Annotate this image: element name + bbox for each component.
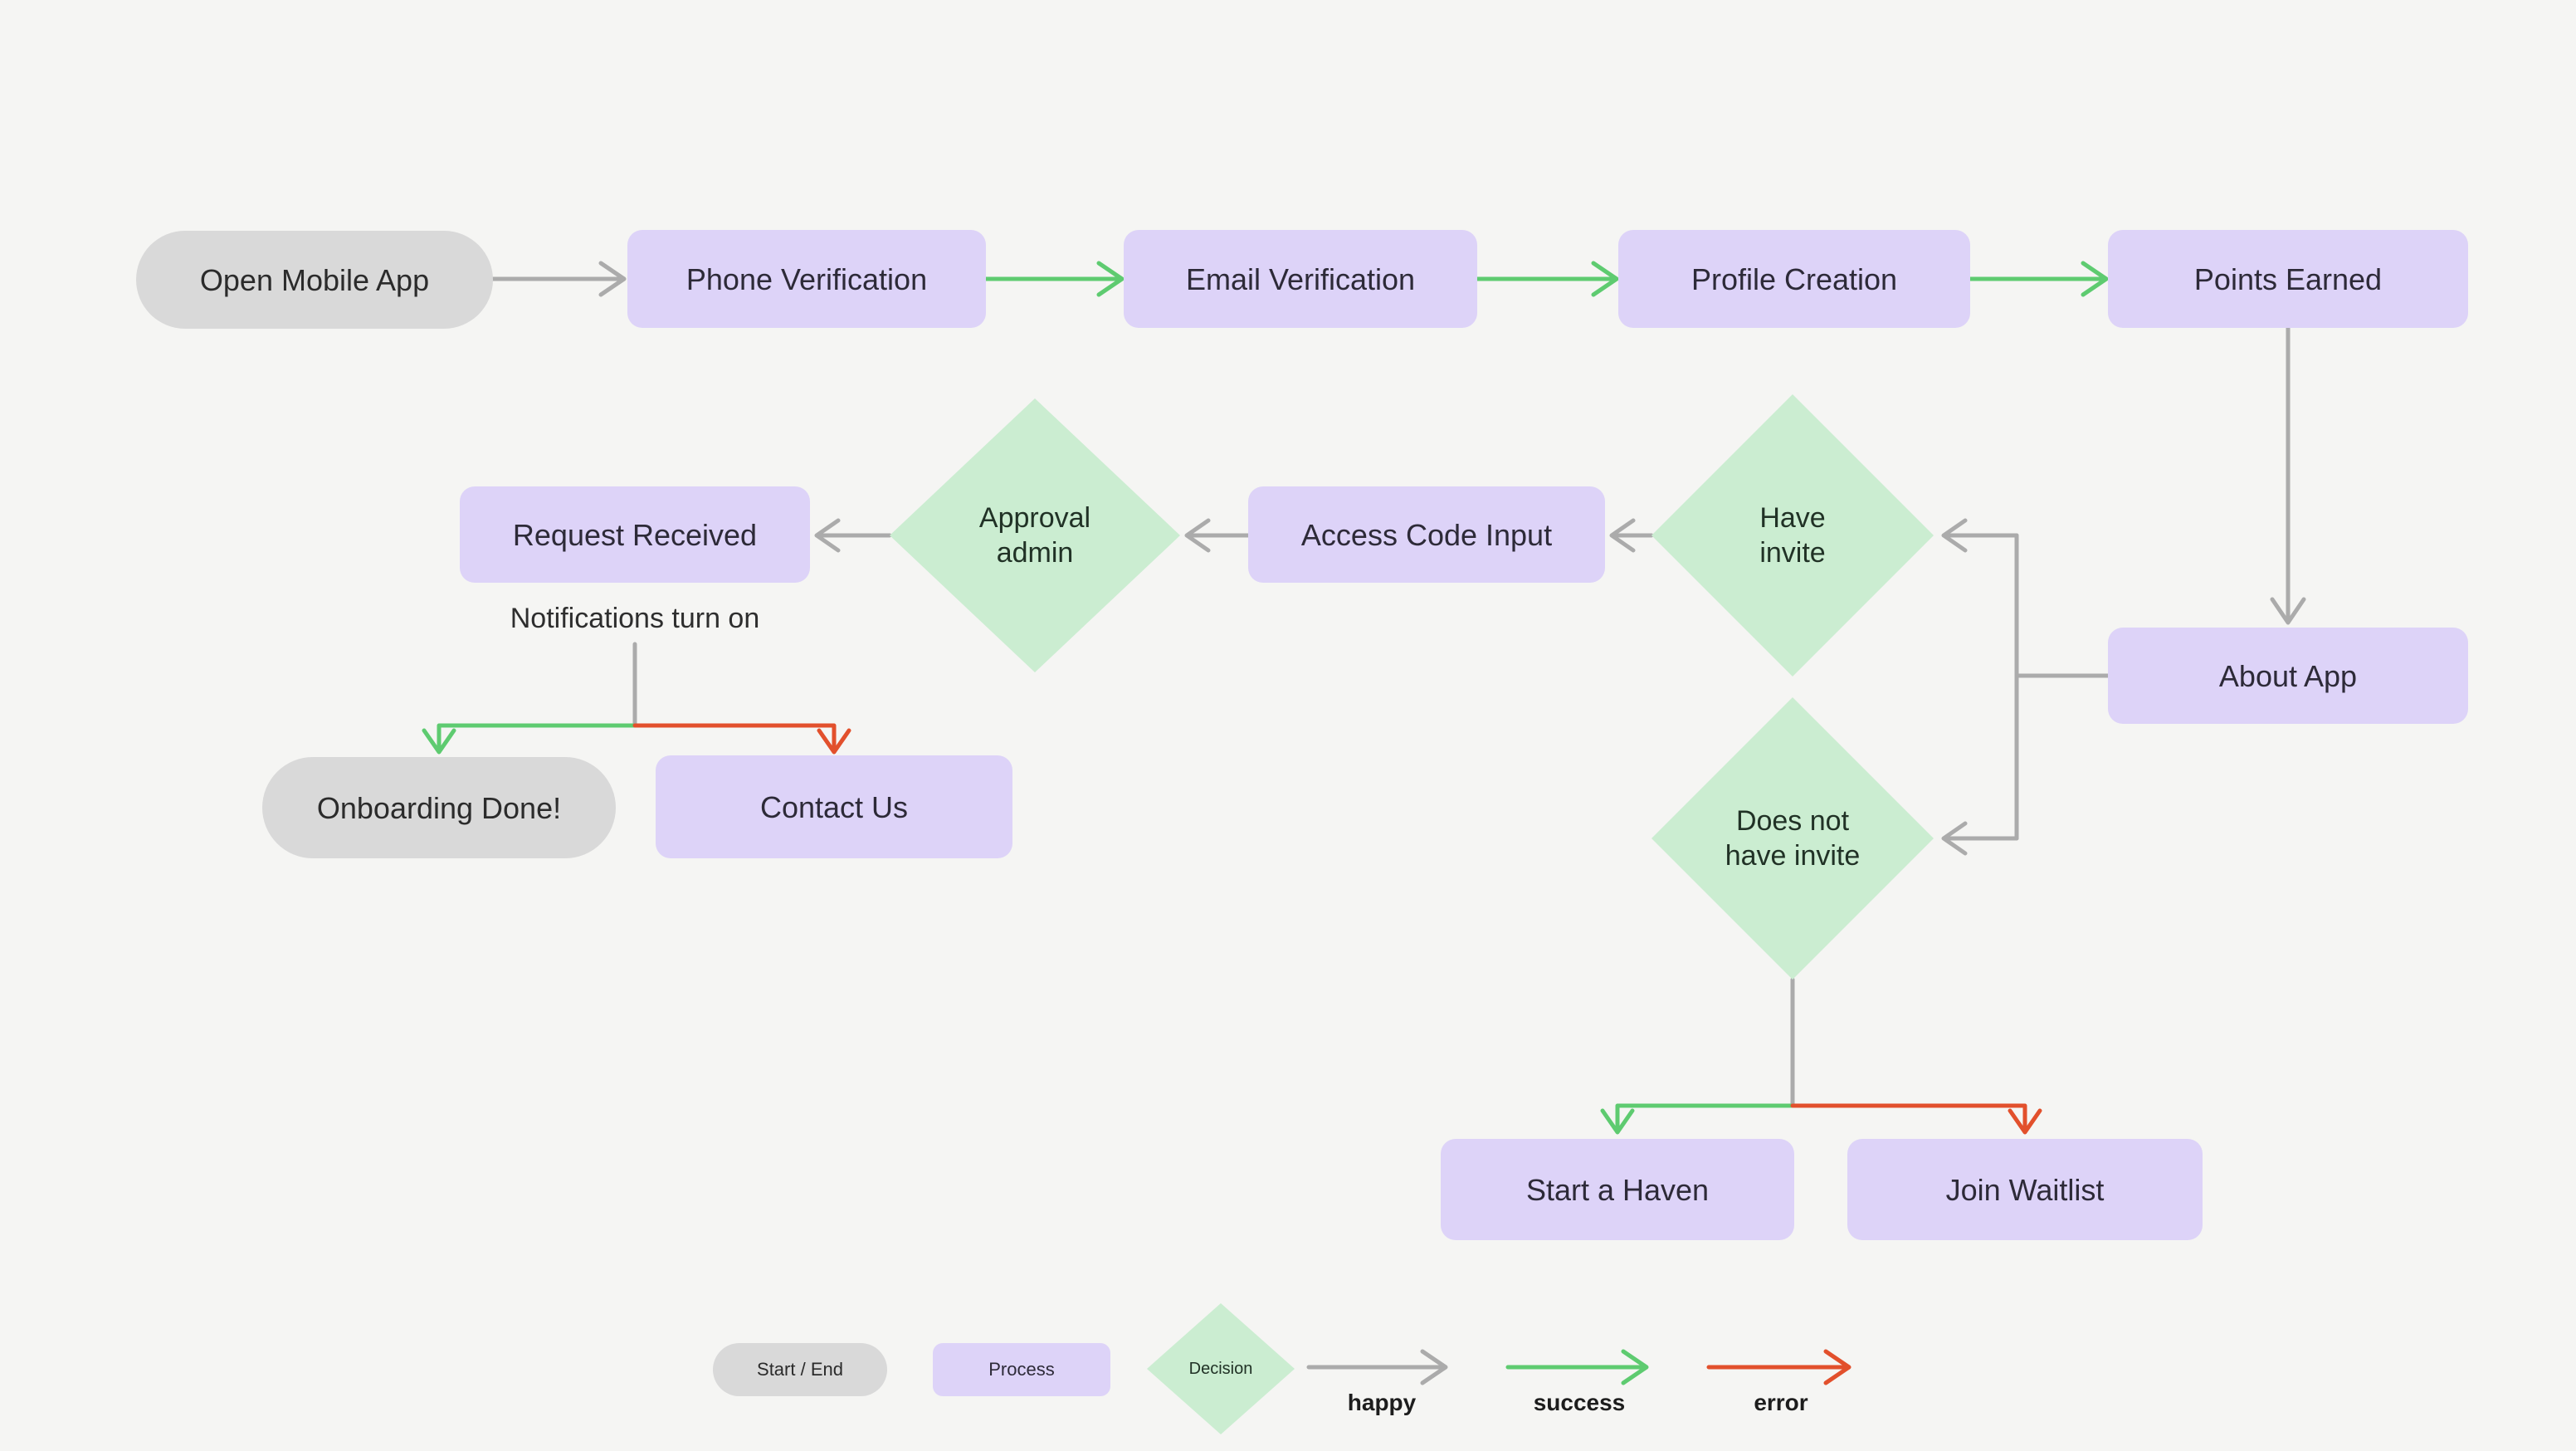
legend-success-arrow xyxy=(1505,1349,1649,1385)
node-phone-verification: Phone Verification xyxy=(627,230,986,328)
node-start-a-haven: Start a Haven xyxy=(1441,1139,1794,1240)
legend-error-arrow xyxy=(1706,1349,1852,1385)
node-access-code-input: Access Code Input xyxy=(1248,486,1605,583)
legend-happy-label: happy xyxy=(1347,1390,1417,1415)
legend-start-end: Start / End xyxy=(713,1343,887,1396)
legend-process: Process xyxy=(933,1343,1110,1396)
node-about-app: About App xyxy=(2108,628,2468,724)
edge-to-contact-us xyxy=(632,723,851,755)
edge-email-to-profile xyxy=(1475,261,1619,297)
legend-error-label: error xyxy=(1754,1390,1808,1415)
edge-to-onboarding-done xyxy=(422,723,637,755)
node-onboarding-done: Onboarding Done! xyxy=(262,757,616,858)
node-email-verification: Email Verification xyxy=(1124,230,1477,328)
node-profile-creation: Profile Creation xyxy=(1618,230,1970,328)
node-points-earned: Points Earned xyxy=(2108,230,2468,328)
edge-trunk-to-have-invite xyxy=(1941,518,2019,553)
edge-have-invite-to-access xyxy=(1609,518,1654,553)
edge-about-trunk xyxy=(2014,533,2110,841)
edge-to-join-waitlist xyxy=(1790,1103,2042,1135)
node-join-waitlist: Join Waitlist xyxy=(1847,1139,2203,1240)
edge-trunk-to-no-invite xyxy=(1941,821,2019,856)
notifications-note: Notifications turn on xyxy=(510,603,760,634)
edge-approval-to-request xyxy=(814,518,892,553)
edge-access-to-approval xyxy=(1184,518,1251,553)
node-contact-us: Contact Us xyxy=(656,755,1012,858)
node-request-received: Request Received xyxy=(460,486,810,583)
node-open-mobile-app: Open Mobile App xyxy=(136,231,493,329)
edge-points-to-about xyxy=(2270,323,2306,625)
legend-happy-arrow xyxy=(1306,1349,1448,1385)
edge-phone-to-email xyxy=(983,261,1125,297)
edge-open-to-phone xyxy=(490,261,627,297)
edge-profile-to-points xyxy=(1968,261,2109,297)
legend-success-label: success xyxy=(1533,1390,1626,1415)
edge-to-start-a-haven xyxy=(1600,1103,1795,1135)
